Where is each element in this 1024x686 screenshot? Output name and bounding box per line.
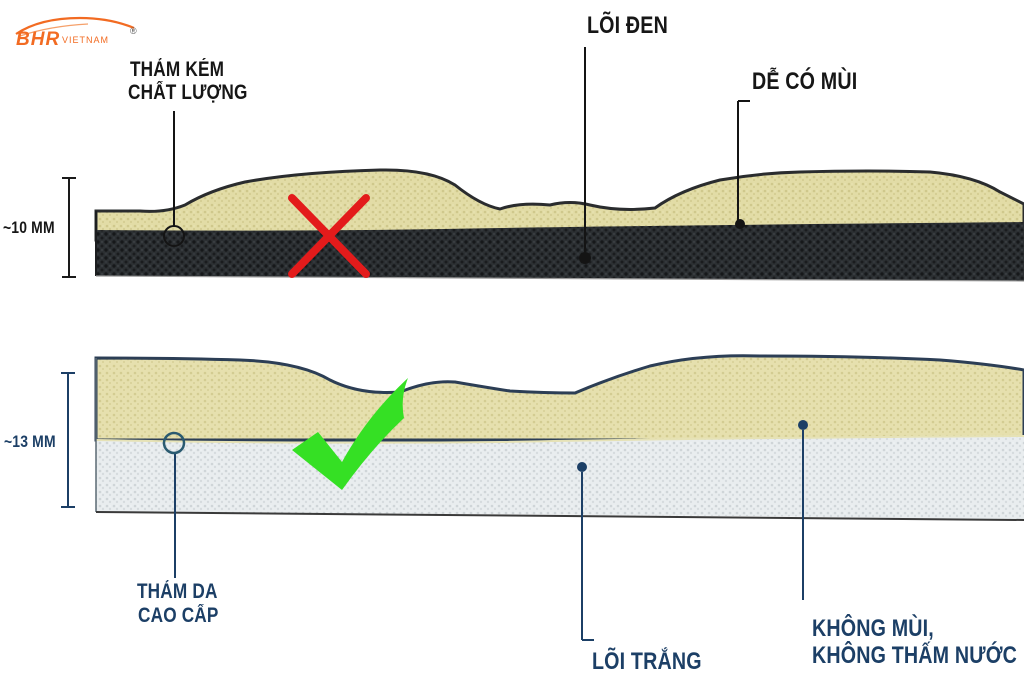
bottom-thickness-bracket <box>61 372 75 508</box>
black-core-label: LÕI ĐEN <box>587 12 668 39</box>
bottom-thickness-label: ~13 MM <box>4 432 56 451</box>
top-sample <box>94 168 1024 282</box>
top-left-marker-ring <box>163 225 185 247</box>
top-thickness-label: ~10 MM <box>3 218 55 237</box>
bottom-left-marker-ring <box>162 431 186 455</box>
top-smell-marker-dot <box>735 219 745 229</box>
car-swoosh-icon <box>15 16 135 37</box>
poor-quality-label-line2: CHẤT LƯỢNG <box>128 81 248 104</box>
bottom-white-core <box>96 436 1024 520</box>
logo-subtext: VIETNAM <box>62 35 110 45</box>
bottom-core-marker-dot <box>577 462 587 472</box>
bottom-props-marker-dot <box>798 420 808 430</box>
top-thickness-bracket <box>62 177 76 278</box>
top-black-core <box>96 222 1024 281</box>
cross-icon <box>288 194 370 278</box>
top-foam-layer <box>94 168 1024 242</box>
logo-text: BHR <box>16 29 61 50</box>
premium-label-line1: THẢM DA <box>137 580 218 603</box>
properties-label-line2: KHÔNG THẤM NƯỚC <box>812 642 1018 669</box>
bottom-foam-layer <box>94 354 1024 442</box>
bottom-sample <box>94 354 1024 521</box>
bottom-leaders <box>174 430 804 641</box>
top-leaders <box>173 47 750 252</box>
poor-quality-label-line1: THẢM KÉM <box>130 58 225 81</box>
properties-label-line1: KHÔNG MÙI, <box>812 615 934 642</box>
smell-label: DỄ CÓ MÙI <box>752 68 858 95</box>
premium-label-line2: CAO CẤP <box>138 604 219 627</box>
top-core-marker-dot <box>579 252 591 264</box>
white-core-label: LÕI TRẮNG <box>592 648 702 675</box>
logo-registered-mark: ® <box>130 26 137 36</box>
check-icon <box>292 378 408 490</box>
brand-logo: BHR VIETNAM ® <box>10 12 142 52</box>
